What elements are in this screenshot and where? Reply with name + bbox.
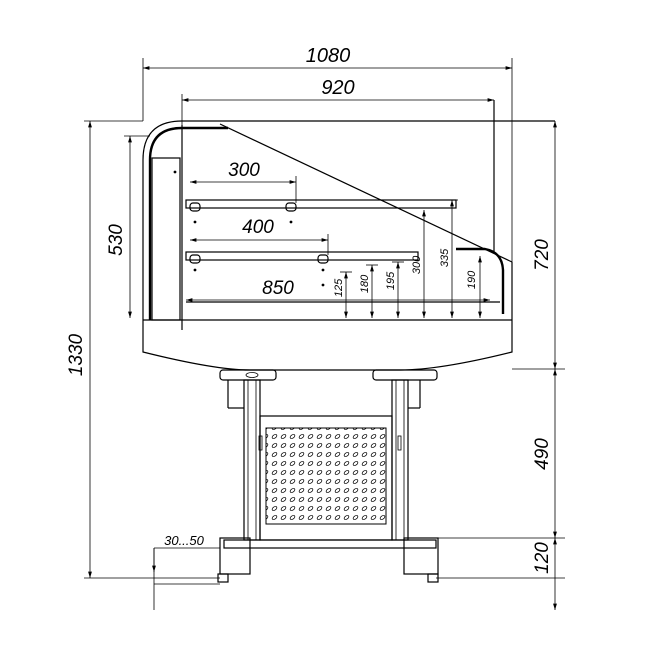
dim-shelf-top-width: 300 <box>228 160 260 181</box>
dimension-lines <box>84 58 565 610</box>
dim-overall-width: 1080 <box>306 45 351 67</box>
dim-upper-height: 720 <box>532 239 553 271</box>
dim-stand-height: 490 <box>532 438 553 470</box>
dim-foot-adjust: 30...50 <box>164 533 205 548</box>
dim-glass-height: 530 <box>106 224 127 256</box>
dim-foot-height: 120 <box>532 542 553 574</box>
perforated-panel <box>265 427 387 525</box>
display-case-body <box>142 100 555 371</box>
dim-base-shelf-width: 850 <box>262 278 294 299</box>
dim-h-300: 300 <box>411 255 423 274</box>
dim-total-height: 1330 <box>66 333 87 376</box>
dim-h-125: 125 <box>333 278 345 297</box>
dim-shelf-middle-width: 400 <box>242 217 274 238</box>
stand <box>217 369 439 583</box>
dim-h-180: 180 <box>359 274 371 293</box>
dim-h-190: 190 <box>466 270 478 289</box>
dim-inner-width: 920 <box>321 77 354 99</box>
dim-h-195: 195 <box>385 271 397 290</box>
dim-h-335: 335 <box>439 248 451 267</box>
